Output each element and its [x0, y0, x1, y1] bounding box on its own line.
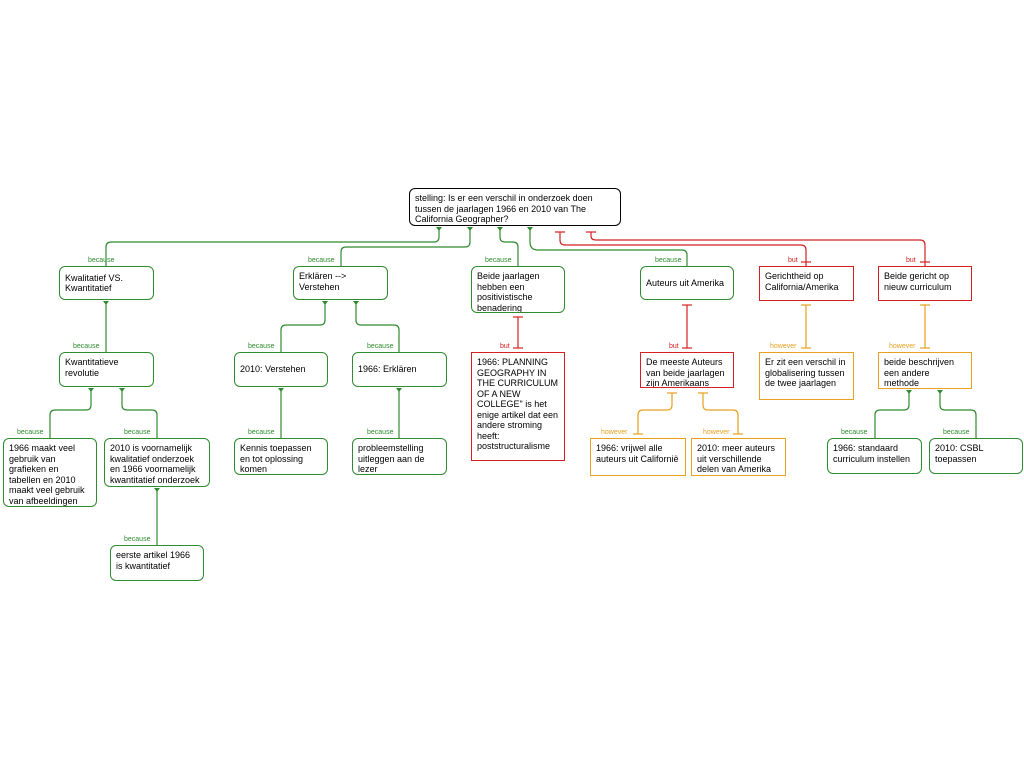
connector-because: [529, 227, 688, 266]
connector-arrowhead: [154, 488, 160, 492]
connector-arrowhead: [906, 390, 912, 394]
link-label-but: but: [906, 257, 916, 264]
objection-node-gerichtheid[interactable]: Gerichtheid op California/Amerika: [759, 266, 854, 301]
reason-node-probleemstelling[interactable]: probleemstelling uitleggen aan de lezer: [352, 438, 447, 475]
connector-arrowhead: [527, 227, 533, 231]
link-label-because: because: [248, 429, 275, 436]
link-label-because: because: [943, 429, 970, 436]
reason-node-1966-erklaren[interactable]: 1966: Erklären: [352, 352, 447, 387]
connector-arrowhead: [119, 388, 125, 392]
reason-node-2010-verstehen[interactable]: 2010: Verstehen: [234, 352, 328, 387]
connector-however: [637, 393, 673, 434]
connector-but: [559, 232, 807, 266]
connector-because: [280, 301, 326, 352]
reason-node-positivistische-benadering[interactable]: Beide jaarlagen hebben een positivistisc…: [471, 266, 565, 313]
link-label-because: because: [17, 429, 44, 436]
link-label-because: because: [88, 257, 115, 264]
link-label-because: because: [124, 536, 151, 543]
reason-node-kennis-toepassen[interactable]: Kennis toepassen en tot oplossing komen: [234, 438, 328, 475]
connector-arrowhead: [937, 390, 943, 394]
connector-because: [340, 227, 471, 266]
link-label-but: but: [788, 257, 798, 264]
connector-because: [874, 390, 910, 438]
connector-but: [590, 232, 926, 266]
link-label-but: but: [669, 343, 679, 350]
connector-because: [499, 227, 519, 266]
connector-arrowhead: [278, 388, 284, 392]
reason-node-auteurs-amerika[interactable]: Auteurs uit Amerika: [640, 266, 734, 300]
reason-node-kwantitatieve-revolutie[interactable]: Kwantitatieve revolutie: [59, 352, 154, 387]
connector-arrowhead: [322, 301, 328, 305]
connector-because: [49, 388, 92, 438]
reason-node-erklaren-verstehen[interactable]: Erklären --> Verstehen: [293, 266, 388, 300]
rebuttal-node-andere-methode[interactable]: beide beschrijven een andere methode: [878, 352, 972, 389]
connector-because: [121, 388, 158, 438]
connector-however: [702, 393, 739, 434]
connector-arrowhead: [353, 301, 359, 305]
reason-node-2010-csbl[interactable]: 2010: CSBL toepassen: [929, 438, 1023, 474]
link-label-however: however: [703, 429, 730, 436]
objection-node-nieuw-curriculum[interactable]: Beide gericht op nieuw curriculum: [878, 266, 972, 301]
link-label-because: because: [841, 429, 868, 436]
reason-node-2010-kwalitatief[interactable]: 2010 is voornamelijk kwalitatief onderzo…: [104, 438, 210, 487]
link-label-because: because: [248, 343, 275, 350]
objection-node-planning-geography[interactable]: 1966: PLANNING GEOGRAPHY IN THE CURRICUL…: [471, 352, 565, 461]
link-label-because: because: [485, 257, 512, 264]
connector-arrowhead: [396, 388, 402, 392]
reason-node-kwalitatief[interactable]: Kwalitatief VS. Kwantitatief: [59, 266, 154, 300]
link-label-because: because: [73, 343, 100, 350]
reason-node-eerste-artikel[interactable]: eerste artikel 1966 is kwantitatief: [110, 545, 204, 581]
link-label-but: but: [500, 343, 510, 350]
link-label-because: because: [367, 429, 394, 436]
connector-because: [939, 390, 977, 438]
connector-because: [355, 301, 400, 352]
connector-arrowhead: [497, 227, 503, 231]
connector-because: [105, 227, 440, 266]
rebuttal-node-globalisering[interactable]: Er zit een verschil in globalisering tus…: [759, 352, 854, 400]
claim-node[interactable]: stelling: Is er een verschil in onderzoe…: [409, 188, 621, 226]
reason-node-1966-grafieken[interactable]: 1966 maakt veel gebruik van grafieken en…: [3, 438, 97, 507]
link-label-however: however: [601, 429, 628, 436]
rebuttal-node-2010-amerika[interactable]: 2010: meer auteurs uit verschillende del…: [691, 438, 786, 476]
link-label-because: because: [655, 257, 682, 264]
link-label-because: because: [124, 429, 151, 436]
link-label-because: because: [367, 343, 394, 350]
link-label-however: however: [889, 343, 916, 350]
connector-arrowhead: [103, 301, 109, 305]
connector-arrowhead: [88, 388, 94, 392]
link-label-because: because: [308, 257, 335, 264]
connector-arrowhead: [436, 227, 442, 231]
objection-node-meeste-auteurs[interactable]: De meeste Auteurs van beide jaarlagen zi…: [640, 352, 734, 388]
connector-arrowhead: [467, 227, 473, 231]
rebuttal-node-1966-californie[interactable]: 1966: vrijwel alle auteurs uit Californi…: [590, 438, 686, 476]
reason-node-1966-curriculum[interactable]: 1966: standaard curriculum instellen: [827, 438, 922, 474]
link-label-however: however: [770, 343, 797, 350]
